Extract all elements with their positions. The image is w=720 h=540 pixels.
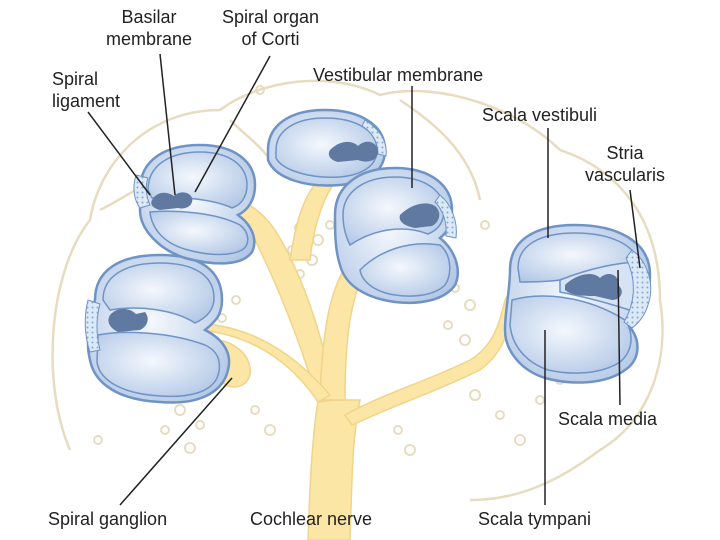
label-scala-vestibuli: Scala vestibuli <box>482 105 598 125</box>
leader-scala-media <box>617 269 621 406</box>
label-basilar-membrane-line2: membrane <box>106 29 193 49</box>
label-spiral-ligament-line1: Spiral <box>52 69 99 89</box>
cochlear-turn-top <box>266 108 387 187</box>
cochlear-turn-upper-left <box>133 143 257 265</box>
label-spiral-ligament: Spiral ligament <box>52 68 120 112</box>
leader-spiral-ganglion <box>119 377 233 506</box>
leader-lines <box>87 53 641 506</box>
leader-basilar-membrane <box>159 53 176 196</box>
cochlear-turn-middle-right <box>333 166 459 305</box>
label-vestibular-membrane: Vestibular membrane <box>313 65 484 85</box>
label-stria-vascularis: Stria vascularis <box>585 142 665 186</box>
leader-spiral-organ <box>194 55 271 193</box>
cochlear-turn-left <box>84 253 231 404</box>
leader-stria-vascularis <box>629 189 641 269</box>
cochlear-nerve-trunk <box>307 399 361 540</box>
label-basilar-membrane-line1: Basilar <box>121 7 177 27</box>
label-basilar-membrane: Basilar membrane <box>106 6 192 50</box>
label-scala-media: Scala media <box>558 409 658 429</box>
label-scala-tympani: Scala tympani <box>478 509 592 529</box>
leader-spiral-ligament <box>87 111 151 196</box>
cochlear-turn-right <box>503 223 652 384</box>
label-stria-vascularis-line2: vascularis <box>585 165 666 185</box>
label-spiral-ganglion: Spiral ganglion <box>48 509 168 529</box>
label-spiral-ligament-line2: ligament <box>52 91 121 111</box>
label-cochlear-nerve: Cochlear nerve <box>250 509 373 529</box>
label-stria-vascularis-line1: Stria <box>606 143 644 163</box>
label-spiral-organ-of-corti: Spiral organ of Corti <box>222 6 319 50</box>
label-spiral-organ-line1: Spiral organ <box>222 7 320 27</box>
label-spiral-organ-line2: of Corti <box>241 29 300 49</box>
stria-vascularis-region <box>623 249 652 329</box>
